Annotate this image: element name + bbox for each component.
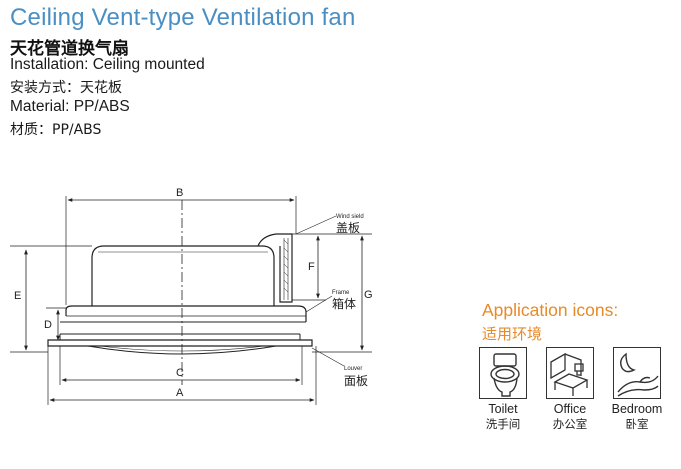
toilet-icon: [479, 347, 527, 399]
dim-label-e: E: [14, 290, 21, 302]
housing-body: [91, 245, 275, 306]
part-label-wind-shield: Wind sield: [336, 214, 364, 220]
spec-material-cn: 材质：PP/ABS: [10, 122, 102, 138]
bedroom-label: Bedroom 卧室: [611, 402, 663, 431]
duct-collar: [257, 233, 293, 303]
frame-flange: [65, 305, 307, 322]
part-label-wind-shield-cn: 盖板: [336, 221, 360, 235]
spec-installation-cn: 安装方式：天花板: [10, 80, 122, 96]
application-title: Application icons:: [482, 300, 619, 320]
office-label: Office 办公室: [552, 402, 588, 431]
toilet-label: Toilet 洗手间: [485, 402, 521, 431]
dim-label-d: D: [44, 319, 52, 331]
application-title-cn: 适用环境: [482, 325, 543, 343]
louver-panel: [47, 339, 313, 347]
spec-installation: Installation: Ceiling mounted: [10, 56, 205, 73]
bedroom-icon: [613, 347, 661, 399]
page-title: Ceiling Vent-type Ventilation fan: [10, 4, 356, 31]
spec-material: Material: PP/ABS: [10, 98, 130, 115]
dim-label-b: B: [176, 187, 183, 199]
office-icon: [546, 347, 594, 399]
dim-label-c: C: [176, 367, 184, 379]
part-label-louver: Louver: [344, 366, 362, 372]
part-label-louver-cn: 面板: [344, 374, 368, 388]
dim-label-a: A: [176, 387, 184, 399]
page-subtitle-cn: 天花管道换气扇: [10, 39, 129, 59]
part-label-frame: Frame: [332, 290, 350, 296]
dim-label-f: F: [308, 261, 315, 273]
dim-label-g: G: [364, 289, 373, 301]
part-label-frame-cn: 箱体: [332, 296, 356, 311]
